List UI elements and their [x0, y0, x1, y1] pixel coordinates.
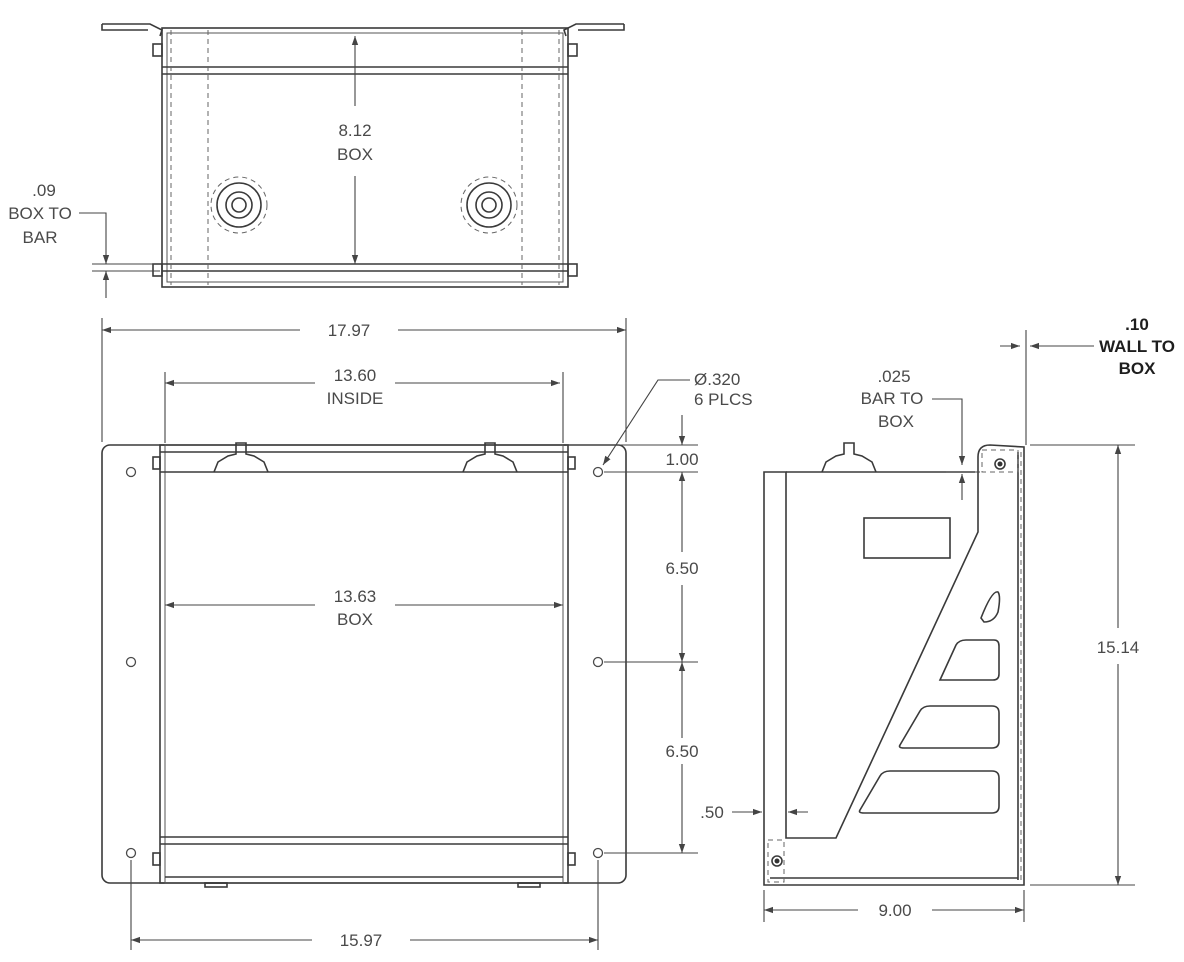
front-box-outline: [159, 444, 569, 884]
dim-025-leader: [932, 398, 966, 465]
top-post-left: [210, 176, 268, 234]
dim-10-note-2: BOX: [1119, 359, 1157, 378]
top-box-inner: [166, 32, 564, 283]
top-mounting-flanges: [101, 23, 625, 37]
front-post-right: [462, 442, 518, 473]
side-view: .10 WALL TO BOX .025 BAR TO BOX 15.14 .5…: [700, 315, 1175, 922]
top-clips: [152, 43, 578, 277]
dim-6-50-lower-value: 6.50: [665, 742, 698, 761]
dim-09-leader: [79, 212, 110, 264]
dim-10-note-1: WALL TO: [1099, 337, 1175, 356]
mounting-hole: [592, 656, 604, 668]
mounting-hole: [125, 466, 137, 478]
mounting-hole: [125, 847, 137, 859]
side-label-plate: [863, 517, 951, 559]
dim-1-00-value: 1.00: [665, 450, 698, 469]
dim-8-12-note: BOX: [337, 145, 373, 164]
side-fastener-top: [981, 449, 1019, 473]
dim-09-note-2: BAR: [23, 228, 58, 247]
dim-09-value: .09: [32, 181, 56, 200]
dim-10-value: .10: [1125, 315, 1149, 334]
dim-15-97-value: 15.97: [340, 931, 383, 950]
dim-50-value: .50: [700, 803, 724, 822]
dim-13-60-value: 13.60: [334, 366, 377, 385]
front-view: 17.97 13.60 INSIDE 13.63 BOX Ø.320 6 PLC…: [101, 318, 753, 950]
front-clips: [152, 456, 576, 866]
top-view: 8.12 BOX .09 BOX TO BAR: [8, 23, 625, 298]
mounting-hole: [592, 847, 604, 859]
dim-025-note-2: BOX: [878, 412, 914, 431]
top-box-outline: [161, 27, 569, 288]
dim-8-12-value: 8.12: [338, 121, 371, 140]
dim-15-14-value: 15.14: [1097, 638, 1140, 657]
mounting-hole: [592, 466, 604, 478]
dim-13-63-value: 13.63: [334, 587, 377, 606]
dim-13-60-note: INSIDE: [327, 389, 384, 408]
side-bracket-outline: [763, 444, 1025, 886]
dim-025-note-1: BAR TO: [861, 389, 924, 408]
side-fastener-bottom: [767, 839, 785, 883]
hole-callout-leader: [602, 379, 690, 466]
dim-09-note-1: BOX TO: [8, 204, 72, 223]
side-cutouts: [858, 591, 1001, 814]
mounting-hole: [125, 656, 137, 668]
dim-17-97-value: 17.97: [328, 321, 371, 340]
front-mounting-plate: [101, 444, 627, 884]
dim-025-value: .025: [877, 367, 910, 386]
dim-9-00-value: 9.00: [878, 901, 911, 920]
hole-callout-diameter: Ø.320: [694, 370, 740, 389]
dim-13-63-note: BOX: [337, 610, 373, 629]
dim-6-50-upper-value: 6.50: [665, 559, 698, 578]
front-post-left: [213, 442, 269, 473]
top-post-right: [460, 176, 518, 234]
side-post: [821, 442, 877, 473]
hole-callout-count: 6 PLCS: [694, 390, 753, 409]
mounting-holes: [125, 466, 604, 859]
